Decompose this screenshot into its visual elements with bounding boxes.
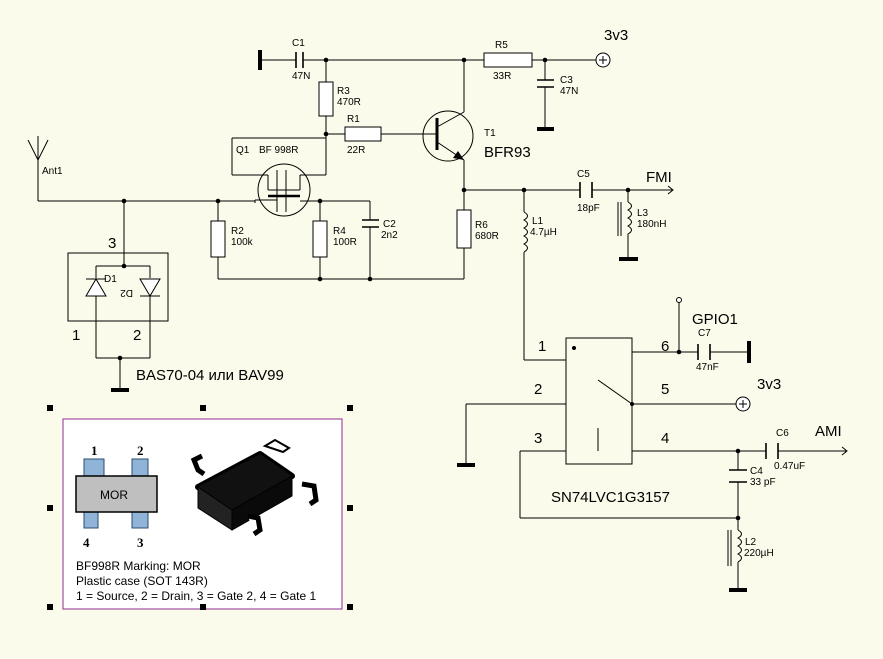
l2-value: 220µH	[744, 548, 774, 559]
ds-line3: 1 = Source, 2 = Drain, 3 = Gate 2, 4 = G…	[76, 589, 316, 603]
v33-top-label: 3v3	[604, 27, 628, 44]
ami-label: AMI	[815, 423, 842, 440]
ant1-ref: Ant1	[42, 166, 63, 177]
datasheet-inset: 1 2 4 3 MOR BF998R Marking: MOR Plastic …	[47, 405, 353, 610]
ds-line2: Plastic case (SOT 143R)	[76, 574, 208, 588]
c4-ref: C4	[750, 466, 763, 477]
resistor-r3: R3 470R	[318, 81, 361, 117]
diode-pin2: 2	[133, 327, 141, 344]
d1-ref: D1	[104, 274, 117, 285]
ds-chip-marking: MOR	[100, 488, 128, 502]
capacitor-c4: C4 33 pF	[729, 466, 776, 488]
c3-ref: C3	[560, 75, 573, 86]
capacitor-c6: C6 0.47uF	[765, 428, 805, 472]
ic-pin2: 2	[534, 381, 542, 398]
ic-pin6: 6	[661, 338, 669, 355]
ic-pin1: 1	[538, 338, 546, 355]
ds-line1: BF998R Marking: MOR	[76, 559, 201, 573]
r2-value: 100k	[231, 237, 254, 248]
inductor-l2: L2 220µH	[727, 529, 774, 568]
supply-3v3-mid: 3v3	[735, 376, 781, 412]
diode-part-label: BAS70-04 или BAV99	[136, 367, 284, 384]
gpio1-label: GPIO1	[692, 311, 738, 328]
selection-handles[interactable]	[47, 405, 353, 610]
c1-value: 47N	[292, 71, 310, 82]
r4-value: 100R	[333, 237, 357, 248]
c1-ref: C1	[292, 38, 305, 49]
ground-symbols	[111, 50, 751, 592]
capacitor-c2: C2 2n2	[362, 215, 398, 241]
c7-value: 47nF	[696, 362, 719, 373]
capacitor-c7: C7 47nF	[696, 328, 719, 373]
q1-value: BF 998R	[259, 145, 298, 156]
mosfet-q1: Q1 BF 998R	[236, 145, 311, 217]
supply-3v3-top: 3v3	[595, 27, 628, 68]
terminal-fmi: FMI	[646, 169, 674, 195]
capacitor-c1: C1 47N	[292, 38, 310, 82]
resistor-r5: R5 33R	[483, 40, 533, 82]
junction-dots	[117, 57, 741, 521]
resistor-r2: R2 100k	[210, 220, 254, 258]
r4-ref: R4	[333, 226, 346, 237]
t1-ref: T1	[484, 128, 496, 139]
resistor-r4: R4 100R	[312, 220, 357, 258]
t1-value: BFR93	[484, 144, 531, 161]
v33-mid-label: 3v3	[757, 376, 781, 393]
diode-pack: D1 D2 3 1 2 BAS70-04 или BAV99	[67, 235, 284, 384]
diode-pin3: 3	[108, 235, 116, 252]
capacitor-c3: C3 47N	[537, 75, 578, 97]
ic-pin4: 4	[661, 430, 669, 447]
inductor-l3: L3 180nH	[617, 201, 666, 236]
l3-ref: L3	[637, 208, 649, 219]
resistor-r1: R1 22R	[344, 114, 382, 156]
d2-ref: D2	[120, 287, 133, 298]
c7-ref: C7	[698, 328, 711, 339]
c3-value: 47N	[560, 86, 578, 97]
ic-part-label: SN74LVC1G3157	[551, 489, 670, 506]
c4-value: 33 pF	[750, 477, 776, 488]
q1-ref: Q1	[236, 145, 250, 156]
ds-pin4: 4	[83, 535, 90, 550]
ds-pin2: 2	[137, 443, 144, 458]
package-3d-illustration	[190, 438, 319, 537]
ic-pin5: 5	[661, 381, 669, 398]
r1-value: 22R	[347, 145, 365, 156]
switch-ic: 1 2 3 4 5 6 SN74LVC1G3157	[534, 337, 670, 506]
r5-value: 33R	[493, 71, 511, 82]
l1-value: 4.7µH	[530, 227, 557, 238]
resistor-r6: R6 680R	[456, 209, 499, 249]
terminal-ami: AMI	[815, 423, 848, 456]
c2-ref: C2	[383, 219, 396, 230]
ds-pin1: 1	[91, 443, 98, 458]
r3-value: 470R	[337, 97, 361, 108]
l3-value: 180nH	[637, 219, 666, 230]
capacitor-c5: C5 18pF	[577, 169, 600, 214]
l2-ref: L2	[745, 537, 757, 548]
r3-ref: R3	[337, 86, 350, 97]
diode-pin1: 1	[72, 327, 80, 344]
l1-ref: L1	[532, 216, 544, 227]
transistor-t1: T1 BFR93	[422, 110, 531, 162]
r6-ref: R6	[475, 220, 488, 231]
c5-ref: C5	[577, 169, 590, 180]
c5-value: 18pF	[577, 203, 600, 214]
terminal-gpio1: GPIO1	[676, 297, 738, 328]
ic-pin3: 3	[534, 430, 542, 447]
c6-ref: C6	[776, 428, 789, 439]
antenna-ant1: Ant1	[27, 136, 63, 177]
r5-ref: R5	[495, 40, 508, 51]
r6-value: 680R	[475, 231, 499, 242]
c2-value: 2n2	[381, 230, 398, 241]
ds-pin3: 3	[137, 535, 144, 550]
r2-ref: R2	[231, 226, 244, 237]
r1-ref: R1	[347, 114, 360, 125]
inductor-l1: L1 4.7µH	[522, 211, 557, 258]
fmi-label: FMI	[646, 169, 672, 186]
c6-value: 0.47uF	[774, 461, 805, 472]
